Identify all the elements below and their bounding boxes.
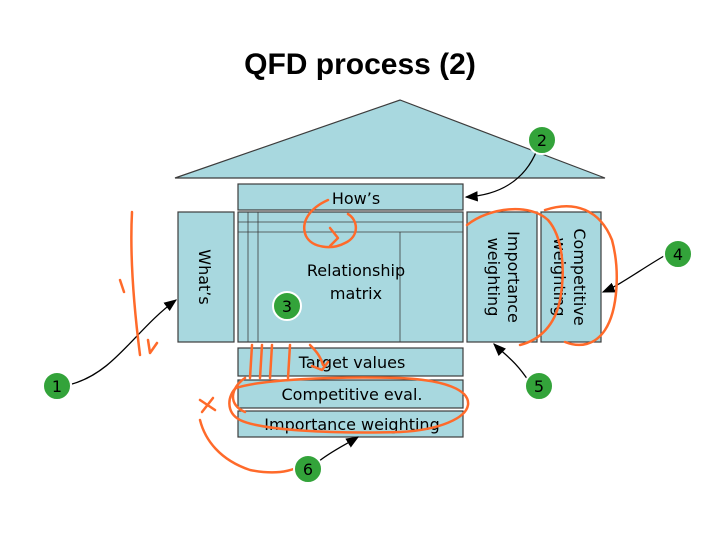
hows-label: How’s — [332, 189, 380, 208]
competitive-column-line2: weighting — [550, 238, 569, 317]
marker-5: 5 — [524, 371, 554, 401]
handwritten-annotations — [118, 198, 618, 474]
relationship-label-line2: matrix — [330, 284, 382, 303]
marker-2-label: 2 — [537, 131, 547, 150]
arrow-6-to-importance-row — [317, 436, 360, 463]
marker-3-label: 3 — [282, 297, 292, 316]
marker-5-label: 5 — [534, 377, 544, 396]
marker-4: 4 — [663, 239, 693, 269]
arrow-1-to-whats — [71, 299, 178, 385]
target-values-box — [237, 347, 464, 377]
relationship-label-line1: Relationship — [307, 261, 405, 280]
matrix-gridlines — [238, 212, 463, 342]
roof — [174, 99, 606, 179]
marker-1-label: 1 — [52, 377, 62, 396]
arrow-5-to-importance — [493, 343, 531, 384]
competitive-eval-box — [237, 379, 464, 409]
competitive-weighting-column — [540, 211, 602, 343]
marker-3: 3 — [272, 291, 302, 321]
whats-box — [177, 211, 235, 343]
page-title: QFD process (2) — [244, 48, 476, 81]
importance-column-line2: weighting — [484, 238, 503, 317]
relationship-matrix-box — [237, 211, 464, 343]
arrow-4-to-competitive — [601, 255, 665, 293]
marker-1: 1 — [42, 371, 72, 401]
arrow-2-to-hows — [464, 149, 538, 202]
importance-column-line1: Importance — [504, 231, 523, 323]
marker-4-label: 4 — [673, 245, 683, 264]
marker-2: 2 — [527, 125, 557, 155]
importance-weighting-column — [466, 211, 538, 343]
hows-box — [237, 183, 464, 211]
competitive-eval-label: Competitive eval. — [281, 385, 422, 404]
marker-6-label: 6 — [303, 460, 313, 479]
whats-label: What’s — [195, 249, 214, 304]
target-values-label: Target values — [298, 353, 406, 372]
competitive-column-line1: Competitive — [570, 228, 589, 325]
importance-weighting-label: Importance weighting — [264, 415, 439, 434]
marker-6: 6 — [293, 454, 323, 484]
